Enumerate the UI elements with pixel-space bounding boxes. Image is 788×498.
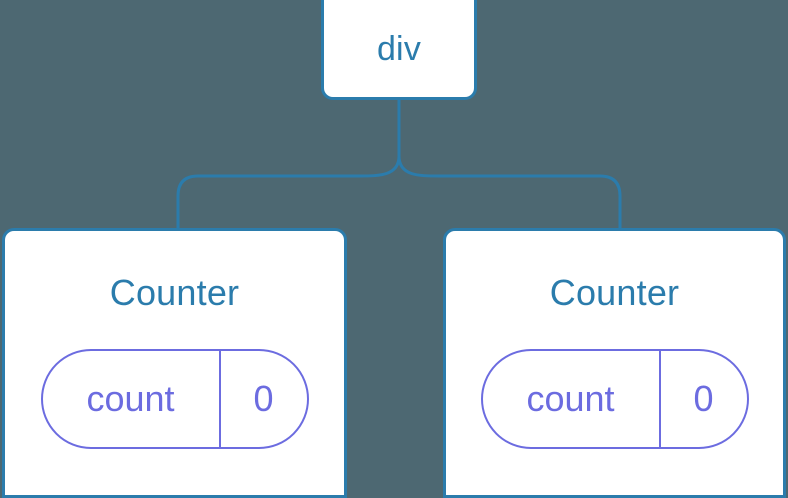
node-counter-left-label: Counter (109, 272, 240, 313)
node-div-label: div (376, 29, 422, 68)
state-pill-right[interactable]: count 0 (480, 349, 749, 449)
node-counter-left[interactable]: Counter count 0 (2, 228, 347, 498)
node-counter-right-label: Counter (549, 272, 680, 313)
state-pill-left[interactable]: count 0 (40, 349, 309, 449)
state-key-left: count (86, 378, 175, 419)
node-counter-right[interactable]: Counter count 0 (443, 228, 786, 498)
node-div[interactable]: div (321, 0, 477, 100)
connector-branch-left (176, 155, 401, 228)
state-value-left: 0 (218, 351, 307, 447)
state-key-right: count (526, 378, 615, 419)
state-value-right: 0 (658, 351, 747, 447)
connector-branch-right (397, 155, 622, 228)
